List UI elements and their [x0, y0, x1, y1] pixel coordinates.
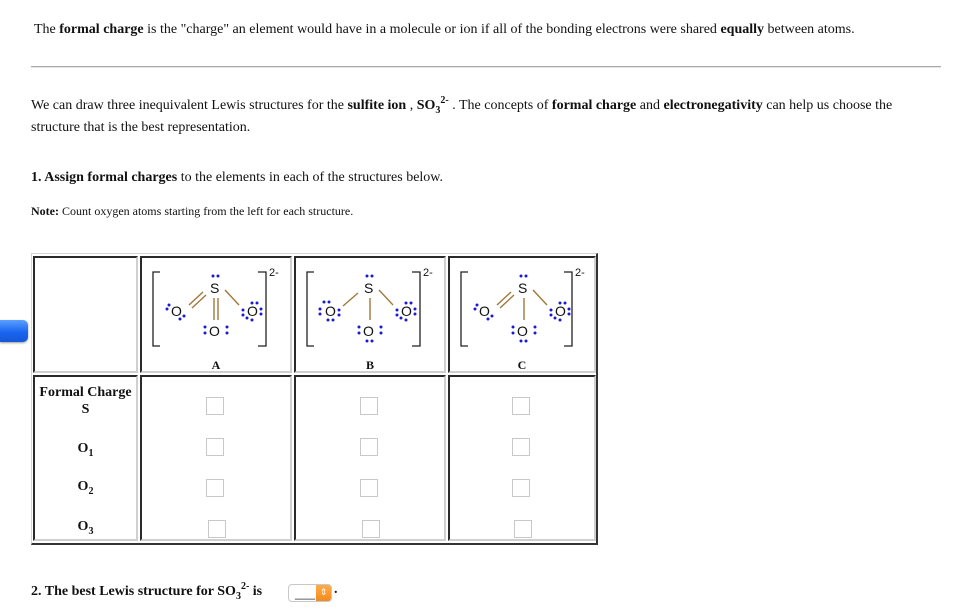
select-arrows-icon[interactable]: ⇕ — [316, 585, 331, 601]
para-text: . The concepts of — [448, 98, 552, 113]
question-2: 2. The best Lewis structure for SO32- is — [31, 581, 263, 603]
formal-charge-header: Formal Charge — [39, 385, 132, 400]
intro-text: between atoms. — [764, 22, 855, 37]
row-label-main: O — [77, 479, 89, 494]
fc-input-a-o3[interactable] — [208, 520, 226, 538]
fc-input-c-o1[interactable] — [512, 438, 530, 456]
para-text: can help us choose the structure that is… — [31, 98, 893, 135]
formula-sub: 3 — [435, 105, 441, 116]
svg-text:O: O — [401, 303, 412, 319]
formula-main: SO — [217, 584, 236, 599]
svg-text:O: O — [171, 303, 182, 319]
svg-text:O: O — [479, 303, 490, 319]
empty-header-cell — [33, 256, 138, 373]
svg-text:S: S — [518, 280, 527, 296]
formula-main: SO — [416, 98, 436, 113]
fc-input-a-o2[interactable] — [206, 479, 224, 497]
fc-input-a-s[interactable] — [206, 397, 224, 415]
fc-input-b-o2[interactable] — [360, 479, 378, 497]
row-label-o1: O1 — [35, 441, 136, 459]
formal-charge-table: 2- S O O O A — [31, 253, 598, 545]
structure-cell-c: 2- S O O O C — [448, 256, 596, 373]
svg-text:S: S — [364, 280, 373, 296]
svg-text:2-: 2- — [269, 267, 279, 279]
svg-text:O: O — [363, 323, 374, 339]
structure-label-a: A — [211, 358, 221, 372]
svg-text:2-: 2- — [575, 267, 585, 279]
row-label-sub: 3 — [88, 526, 94, 537]
formula-sub: 3 — [235, 591, 241, 602]
select-value: ___ — [295, 586, 316, 600]
row-label-o3: O3 — [35, 519, 136, 537]
side-tab-button[interactable] — [0, 320, 28, 342]
para-bold-electronegativity: electronegativity — [663, 98, 763, 113]
para-bold-formal-charge: formal charge — [551, 98, 637, 113]
fc-input-c-s[interactable] — [512, 397, 530, 415]
fc-input-c-o2[interactable] — [512, 479, 530, 497]
note-text: Count oxygen atoms starting from the lef… — [58, 204, 354, 218]
svg-text:2-: 2- — [423, 267, 433, 279]
structure-label-b: B — [365, 358, 374, 372]
question-2-period: . — [334, 582, 338, 597]
para-text: We can draw three inequivalent Lewis str… — [31, 98, 348, 113]
svg-text:O: O — [325, 303, 336, 319]
intro-bold-equally: equally — [720, 22, 765, 37]
intro-text: The — [34, 22, 60, 37]
intro-bold-formal-charge: formal charge — [59, 22, 144, 37]
structure-cell-a: 2- S O O O A — [140, 256, 292, 373]
row-label-sub: 1 — [88, 448, 94, 459]
question-2-is: is — [249, 584, 263, 599]
question-1: 1. Assign formal charges to the elements… — [31, 168, 443, 188]
question-1-text: to the elements in each of the structure… — [177, 170, 443, 185]
lewis-structure-b-icon: 2- S O O O — [306, 267, 433, 347]
sulfite-paragraph: We can draw three inequivalent Lewis str… — [31, 95, 941, 138]
svg-text:O: O — [209, 323, 220, 339]
fc-input-b-o1[interactable] — [360, 438, 378, 456]
sulfite-formula: SO32- — [416, 95, 449, 116]
divider — [31, 66, 941, 68]
formula-sup: 2- — [240, 581, 250, 592]
row-label-s: S — [35, 402, 136, 418]
row-label-main: O — [77, 519, 89, 534]
svg-text:O: O — [517, 323, 528, 339]
fc-input-b-o3[interactable] — [362, 520, 380, 538]
para-text: and — [636, 98, 664, 113]
svg-text:O: O — [555, 303, 566, 319]
formula-sup: 2- — [440, 95, 449, 106]
intro-text: is the "charge" an element would have in… — [143, 22, 721, 37]
structure-label-c: C — [517, 358, 527, 372]
question-1-bold: 1. Assign formal charges — [31, 170, 178, 185]
formal-charge-definition: The formal charge is the "charge" an ele… — [34, 20, 855, 40]
row-label-sub: 2 — [88, 486, 94, 497]
row-label-main: O — [77, 441, 89, 456]
question-2-text: 2. The best Lewis structure for — [31, 584, 218, 599]
para-bold-sulfite: sulfite ion — [347, 98, 407, 113]
row-label-main: S — [81, 402, 90, 417]
fc-input-b-s[interactable] — [360, 397, 378, 415]
fc-input-a-o1[interactable] — [206, 438, 224, 456]
inputs-cell-b — [294, 375, 446, 541]
inputs-cell-c — [448, 375, 596, 541]
row-label-o2: O2 — [35, 479, 136, 497]
structure-cell-b: 2- S O O O B — [294, 256, 446, 373]
inputs-cell-a — [140, 375, 292, 541]
note: Note: Count oxygen atoms starting from t… — [31, 203, 353, 219]
fc-input-c-o3[interactable] — [514, 520, 532, 538]
lewis-structure-a-icon: 2- S O O O — [152, 267, 279, 347]
lewis-structure-c-icon: 2- S O O O — [460, 267, 585, 347]
formal-charge-labels-cell: Formal Charge S O1 O2 O3 — [33, 375, 138, 541]
svg-text:O: O — [247, 303, 258, 319]
svg-text:S: S — [210, 280, 219, 296]
best-structure-select[interactable]: ___ ⇕ — [288, 584, 332, 602]
para-text: , — [406, 98, 417, 113]
note-label: Note: — [31, 204, 59, 218]
